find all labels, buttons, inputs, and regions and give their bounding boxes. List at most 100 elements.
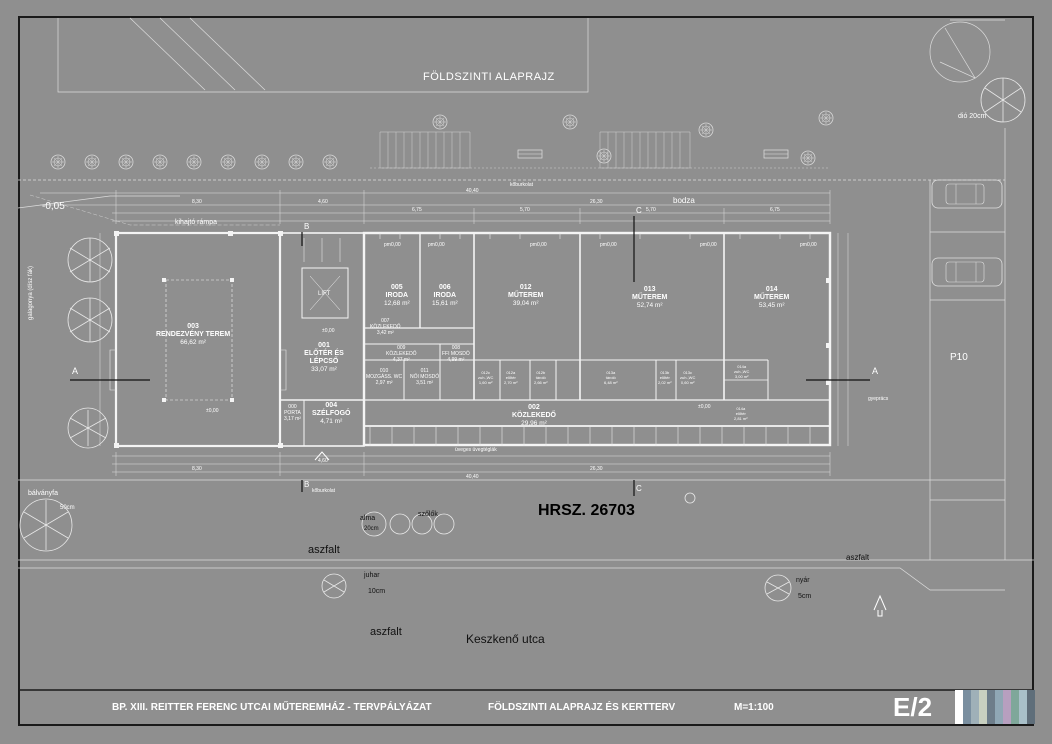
dim-left-top: 8,30	[192, 199, 202, 205]
room-012b: 012b tároló 2,66 m²	[534, 370, 548, 385]
street-level-label: -0,05	[42, 201, 65, 212]
plan-title: FÖLDSZINTI ALAPRAJZ	[423, 71, 555, 83]
room-013c: 013c zuh.,WC 0,60 m²	[680, 370, 695, 385]
room-010: 010 MOZGÁSS. WC 2,97 m²	[366, 368, 402, 386]
section-mark-b-bottom: B	[304, 480, 310, 489]
level-hall: ±0,00	[206, 408, 219, 414]
dim-s2: 5,70	[520, 207, 530, 213]
apple-size-label: 20cm	[364, 526, 379, 532]
dim-left-bottom: 8,30	[192, 466, 202, 472]
dim-s1: 6,75	[412, 207, 422, 213]
room-name: IRODA	[433, 292, 457, 299]
room-no: 010	[379, 368, 389, 374]
room-name: MOZGÁSS. WC	[366, 374, 403, 380]
dim-entry-top: 4,60	[318, 199, 328, 205]
street-trees	[50, 110, 834, 170]
palette-swatch	[1027, 690, 1035, 724]
room-area: 6,48 m²	[604, 380, 618, 385]
room-009: 009 KÖZLEKEDŐ 4,37 m²	[386, 345, 417, 363]
room-no: 013a	[606, 370, 616, 375]
section-mark-c-bottom: C	[636, 484, 642, 493]
maple-size-label: 10cm	[368, 588, 386, 595]
palette-swatch	[955, 690, 963, 724]
section-mark-a-left: A	[72, 366, 79, 376]
hedge-label: galagonya (dísz fák)	[28, 265, 34, 320]
room-name: FFI MOSDÓ	[442, 351, 470, 357]
room-area: 53,45 m²	[758, 302, 785, 309]
elder-label: bodza	[673, 196, 695, 205]
level-pm-2: pm0,00	[428, 242, 445, 248]
scale-label: M=1:100	[734, 702, 774, 713]
ramp-label: kihajtó rámpa	[175, 219, 218, 226]
project-title: BP. XIII. REITTER FERENC UTCAI MŰTEREMHÁ…	[112, 702, 432, 713]
room-007: 007 KÖZLEKEDŐ 3,42 m²	[370, 318, 401, 336]
lift-label: LIFT	[318, 291, 331, 297]
room-area: 3,51 m²	[416, 380, 434, 386]
level-pm-6: pm0,00	[800, 242, 817, 248]
room-000: 000 PORTA 3,17 m²	[284, 404, 301, 422]
room-name: zuh.,WC	[478, 375, 494, 380]
room-area: 3,42 m²	[376, 330, 394, 336]
asphalt-right-label: aszfalt	[846, 553, 870, 562]
room-001: 001 ELŐTÉR ÉS LÉPCSŐ 33,07 m²	[300, 342, 348, 374]
room-003: 003 RENDEZVÉNY TEREM 66,62 m²	[156, 323, 230, 347]
dim-mid-bottom: 26,30	[590, 466, 603, 472]
room-no: 013	[643, 286, 656, 293]
room-area: 15,61 m²	[432, 300, 458, 307]
room-name: előtér	[735, 411, 746, 416]
room-name: KÖZLEKEDŐ	[370, 324, 401, 330]
section-mark-c-top: C	[636, 206, 642, 215]
level-pm-1: pm0,00	[384, 242, 401, 248]
palette-swatch	[963, 690, 971, 724]
room-no: 007	[381, 318, 390, 324]
parked-cars	[931, 179, 1003, 287]
room-area: 52,74 m²	[636, 302, 663, 309]
room-013a: 013a tároló 6,48 m²	[604, 370, 618, 385]
room-005: 005 IRODA 12,68 m²	[384, 284, 410, 308]
drawing-title: FÖLDSZINTI ALAPRAJZ ÉS KERTTERV	[488, 702, 676, 713]
room-name: tároló	[605, 375, 616, 380]
room-name: MŰTEREM	[632, 294, 668, 301]
room-name: MŰTEREM	[754, 294, 790, 301]
drawing-sheet	[18, 16, 1034, 726]
poplar-label: nyár	[796, 577, 810, 584]
palette-swatch	[979, 690, 987, 724]
room-no: 014	[765, 286, 778, 293]
room-no: 005	[390, 284, 403, 291]
glass-bricks-label: üveges üvegtéglák	[455, 447, 497, 453]
room-004: 004 SZÉLFOGÓ 4,71 m²	[312, 402, 351, 426]
walnut-label: dió 20cm	[958, 113, 987, 120]
color-palette	[955, 690, 1035, 724]
room-name: előtér	[659, 375, 670, 380]
section-mark-b-top: B	[304, 222, 310, 231]
asphalt-left-label: aszfalt	[308, 544, 340, 556]
room-no: 012	[519, 284, 532, 291]
room-name: RENDEZVÉNY TEREM	[156, 331, 231, 338]
room-area: 2,97 m²	[375, 380, 393, 386]
room-no: 009	[397, 345, 406, 351]
room-area: 12,68 m²	[384, 300, 410, 307]
room-name: SZÉLFOGÓ	[312, 410, 351, 417]
room-014: 014 MŰTEREM 53,45 m²	[754, 286, 789, 310]
section-cut-lines	[70, 216, 870, 496]
room-name: KÖZLEKEDŐ	[512, 412, 556, 419]
room-013: 013 MŰTEREM 52,74 m²	[632, 286, 667, 310]
room-013b: 013b előtér 2,02 m²	[658, 370, 672, 385]
room-area: 3,17 m²	[284, 416, 301, 422]
room-014a-wc: 014a zuh.,WC 3,00 m²	[734, 364, 749, 379]
room-area: 2,70 m²	[504, 380, 518, 385]
room-name: MŰTEREM	[508, 292, 544, 299]
level-corridor: ±0,00	[698, 404, 711, 410]
room-012a: 012a előtér 2,70 m²	[504, 370, 518, 385]
columns	[114, 231, 831, 448]
room-area: 66,62 m²	[180, 339, 206, 346]
room-name: zuh.,WC	[680, 375, 696, 380]
parking-label: P10	[950, 352, 968, 363]
room-012c: 012c zuh.,WC 1,60 m²	[478, 370, 493, 385]
room-no: 006	[438, 284, 451, 291]
room-no: 014a	[736, 406, 746, 411]
room-no: 002	[528, 404, 540, 411]
entrance-arrows	[314, 451, 887, 617]
plot-number: HRSZ. 26703	[538, 502, 635, 519]
room-name: előtér	[505, 375, 516, 380]
